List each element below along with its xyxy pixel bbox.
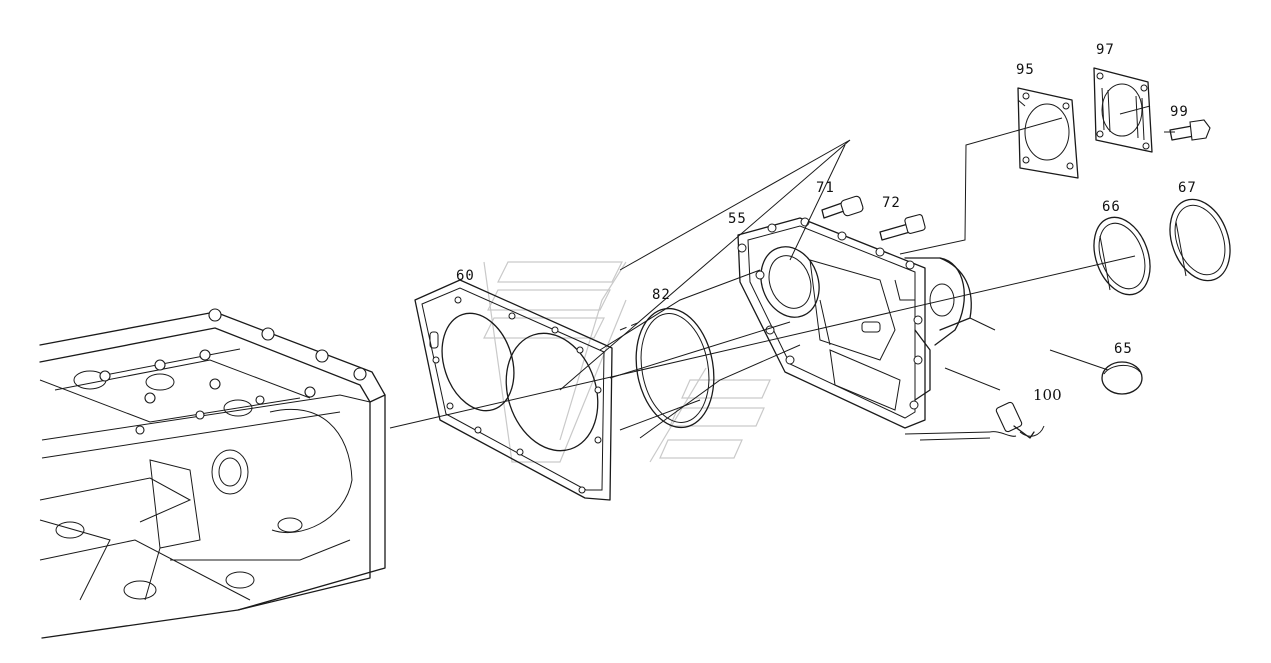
gearbox-case [39, 308, 386, 639]
cover-plate-97 [1093, 67, 1153, 153]
o-ring-82 [635, 307, 715, 429]
callout-97: 97 [1096, 42, 1115, 58]
callout-55: 55 [728, 211, 747, 227]
flat-gasket-95 [1017, 87, 1079, 179]
bolt-71 [821, 195, 864, 219]
callout-67: 67 [1178, 180, 1197, 196]
bolt-72 [879, 214, 926, 241]
callout-66: 66 [1102, 199, 1121, 215]
gasket-plate-60 [414, 279, 613, 501]
ring-66 [1093, 216, 1151, 296]
leader-lines [389, 99, 1175, 439]
watermark-graphic [483, 261, 771, 463]
callout-82: 82 [652, 287, 671, 303]
callout-60: 60 [456, 268, 475, 284]
callout-72: 72 [882, 195, 901, 211]
callout-65: 65 [1114, 341, 1133, 357]
callout-99: 99 [1170, 104, 1189, 120]
callout-95: 95 [1016, 62, 1035, 78]
sensor-100 [904, 401, 1045, 441]
screw-99 [1169, 119, 1211, 141]
ring-67 [1169, 198, 1231, 282]
callout-71: 71 [816, 180, 835, 196]
callout-100: 100 [1033, 386, 1062, 404]
plug-65 [1101, 361, 1143, 395]
housing-55 [737, 217, 972, 429]
